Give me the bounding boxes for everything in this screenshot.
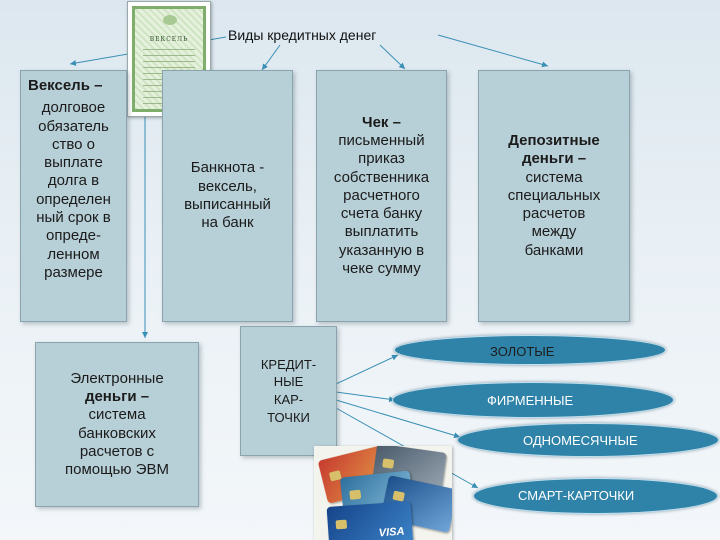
box-chek-line: письменный <box>338 131 425 149</box>
pill-odnomesyachnye <box>457 423 719 457</box>
box-chek-line: указанную в <box>338 241 425 259</box>
pill-odnomesyachnye-label: ОДНОМЕСЯЧНЫЕ <box>523 433 638 448</box>
box-veksel-line: долга в <box>47 172 100 190</box>
box-veksel-line: выплате <box>44 154 103 172</box>
box-veksel-line: обязатель <box>38 117 109 135</box>
box-depozit-line: расчетов <box>522 205 586 223</box>
box-veksel-line: ство о <box>51 135 96 153</box>
box-credit-cards: КРЕДИТ- НЫЕ КАР- ТОЧКИ <box>240 326 337 456</box>
card-graphic: VISA <box>326 501 414 540</box>
box-veksel-line: размере <box>44 263 103 281</box>
box-veksel-line: ленном <box>47 245 100 263</box>
emblem-icon <box>163 15 177 25</box>
box-electron-line: система <box>88 406 146 424</box>
box-veksel-line: определен <box>36 190 111 208</box>
box-veksel-line: ный срок в <box>36 209 111 227</box>
pill-smart-label: СМАРТ-КАРТОЧКИ <box>518 488 635 503</box>
box-depozit-line: система <box>525 168 583 186</box>
promissory-note-caption: ВЕКСЕЛЬ <box>149 36 189 43</box>
box-veksel-line: долговое <box>41 99 106 117</box>
pill-zolotye-label: ЗОЛОТЫЕ <box>490 344 555 359</box>
arrow-to-banknota <box>261 44 281 71</box>
box-depozit: Депозитные деньги – система специальных … <box>478 70 630 322</box>
box-depozit-title: деньги – <box>521 150 587 168</box>
box-banknota-line: выписанный <box>184 196 271 213</box>
box-veksel-title: Вексель – <box>28 77 103 94</box>
box-veksel-line: опреде- <box>46 227 101 245</box>
arrow-to-firmennye <box>335 391 396 403</box>
box-chek-line: чеке сумму <box>342 260 421 278</box>
box-electron-line: расчетов с <box>79 442 155 460</box>
box-veksel: Вексель – долговое обязатель ство о выпл… <box>20 70 127 322</box>
box-chek-line: собственника <box>333 168 430 186</box>
box-credit-cards-line: КАР- <box>273 392 304 407</box>
pill-firmennye <box>392 382 674 418</box>
arrow-to-odnomesyachnye <box>335 399 461 439</box>
box-electron-line: помощью ЭВМ <box>65 461 169 479</box>
box-chek-line: счета банку <box>340 205 423 223</box>
box-chek-title: Чек – <box>362 113 401 131</box>
pill-firmennye-label: ФИРМЕННЫЕ <box>487 393 574 408</box>
box-chek-line: расчетного <box>343 186 420 204</box>
box-credit-cards-line: КРЕДИТ- <box>260 356 317 372</box>
box-depozit-line: банками <box>524 241 584 259</box>
box-electron-line: банковских <box>78 424 156 442</box>
box-depozit-line: специальных <box>507 186 601 204</box>
box-chek-line: выплатить <box>344 223 419 241</box>
box-credit-cards-line: ТОЧКИ <box>267 409 310 425</box>
credit-cards-image: VISA <box>314 446 452 540</box>
arrow-to-chek <box>379 44 406 70</box>
box-banknota-line: Банкнота - <box>190 159 265 177</box>
pill-zolotye <box>394 335 666 365</box>
box-electron: Электронные деньги – система банковских … <box>35 342 199 507</box>
box-banknota-line: на банк <box>201 214 254 232</box>
box-banknota: Банкнота - вексель, выписанный на банк <box>162 70 293 322</box>
visa-logo: VISA <box>378 525 405 540</box>
box-credit-cards-line: НЫЕ <box>273 374 304 390</box>
box-chek: Чек – письменный приказ собственника рас… <box>316 70 447 322</box>
box-depozit-title: Депозитные <box>508 131 600 149</box>
box-electron-line: Электронные <box>70 369 164 387</box>
box-electron-title: деньги – <box>84 387 150 405</box>
box-chek-line: приказ <box>358 150 405 168</box>
arrow-to-zolotye <box>335 354 399 385</box>
box-banknota-line: вексель, <box>198 177 257 195</box>
box-depozit-line: между <box>531 223 577 241</box>
diagram-title: Виды кредитных денег <box>228 27 377 43</box>
arrow-to-depozit <box>437 34 549 68</box>
pill-smart <box>473 478 718 514</box>
